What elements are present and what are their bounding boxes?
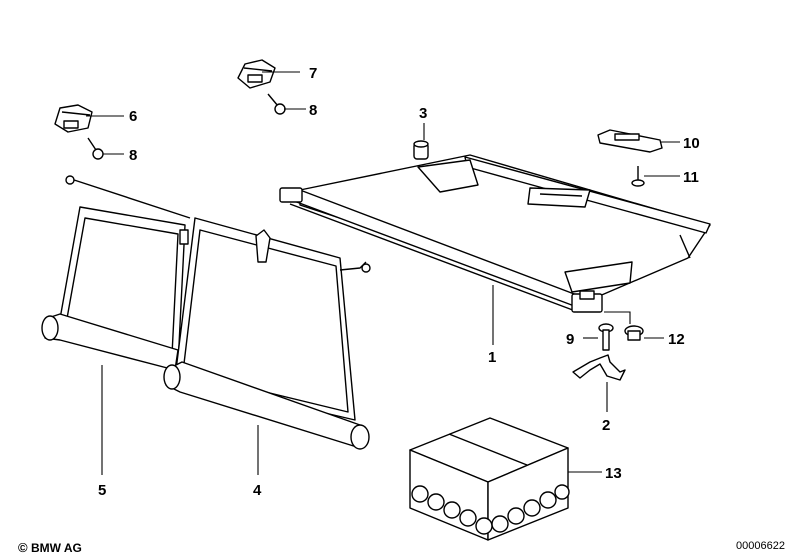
callout-10: 10 — [683, 135, 700, 152]
callout-2: 2 — [602, 417, 610, 434]
callout-labels: 1 2 3 4 5 6 7 8 8 9 10 11 12 13 — [98, 65, 700, 499]
callout-5: 5 — [98, 482, 106, 499]
callout-11: 11 — [683, 169, 699, 186]
screw-part-11 — [631, 166, 645, 187]
plug-part-12 — [624, 325, 644, 341]
callout-3: 3 — [419, 105, 427, 122]
screw-part-9 — [598, 323, 614, 351]
callout-4: 4 — [253, 482, 262, 499]
image-number: 00006622 — [736, 540, 785, 552]
callout-8-lower: 8 — [129, 147, 137, 164]
callout-8-upper: 8 — [309, 102, 317, 119]
screw-part-8-lower — [87, 137, 104, 160]
holder-part-7 — [237, 59, 276, 89]
callout-1: 1 — [488, 349, 496, 366]
copyright-text: BMW AG — [30, 541, 82, 555]
copyright-symbol: © — [18, 540, 28, 555]
copyright-notice: © BMW AG — [18, 540, 82, 555]
callout-13: 13 — [605, 465, 622, 482]
box-part-13 — [409, 417, 570, 541]
sleeve-part-3 — [413, 140, 429, 160]
bracket-part-2 — [572, 354, 626, 381]
callout-7: 7 — [309, 65, 317, 82]
callout-6: 6 — [129, 108, 137, 125]
screw-part-8-upper — [267, 93, 286, 115]
cover-cap-part-10 — [597, 129, 663, 153]
holder-part-6 — [54, 104, 93, 133]
callout-9: 9 — [566, 331, 574, 348]
partition-net-left-part-5 — [41, 206, 189, 371]
callout-12: 12 — [668, 331, 685, 348]
leader-lines — [86, 71, 680, 475]
luggage-cover-part-1 — [279, 154, 711, 313]
partition-net-right-part-4 — [65, 175, 371, 450]
